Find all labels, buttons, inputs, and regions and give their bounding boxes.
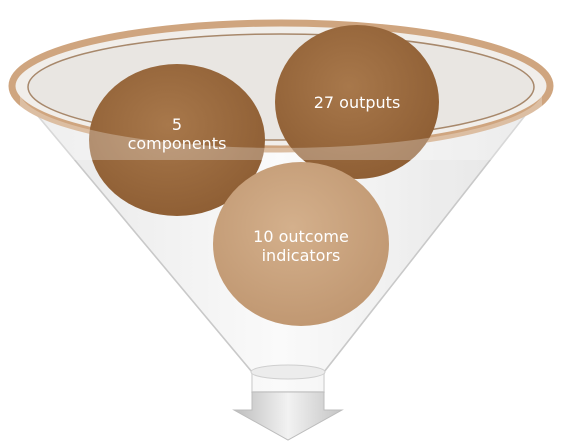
funnel-spout-ring bbox=[250, 364, 326, 380]
label-outputs: 27 outputs bbox=[313, 92, 401, 112]
funnel-edge bbox=[11, 84, 550, 373]
glass-overlay bbox=[20, 95, 542, 160]
circle-outputs bbox=[275, 25, 439, 179]
circle-outcome-indicators bbox=[213, 162, 389, 326]
label-components: 5 components bbox=[127, 115, 227, 153]
label-outcome-indicators: 10 outcome indicators bbox=[253, 227, 349, 265]
down-arrow-icon bbox=[232, 391, 344, 441]
circle-components bbox=[89, 64, 265, 216]
